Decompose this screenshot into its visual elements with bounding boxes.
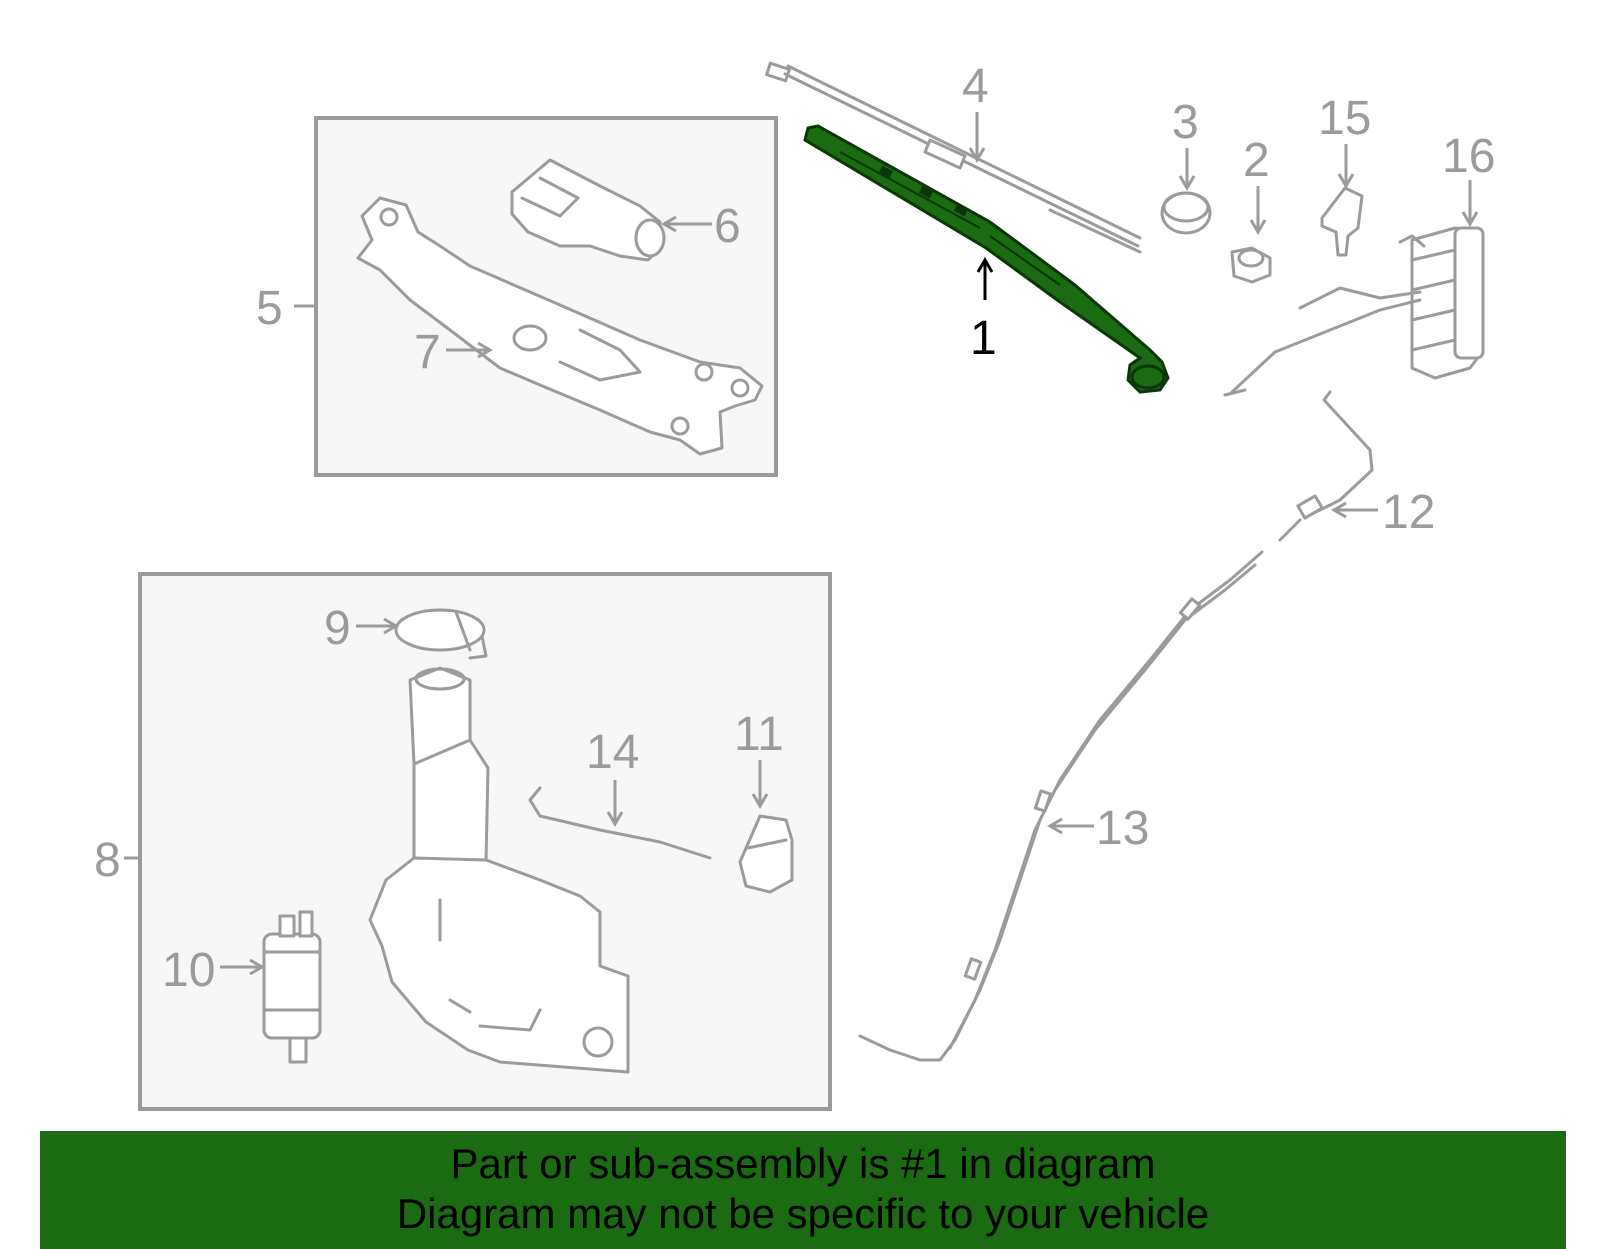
part-15-clip[interactable] xyxy=(1320,186,1364,257)
part-13-washer-hose[interactable] xyxy=(858,390,1374,1062)
arrowhead-15 xyxy=(1337,173,1355,189)
callout-5: 5 xyxy=(256,282,283,335)
callout-12: 12 xyxy=(1382,486,1435,539)
arrowhead-3 xyxy=(1178,175,1196,191)
callout-14: 14 xyxy=(586,726,639,779)
part-2-nut[interactable] xyxy=(1230,246,1272,284)
part-7-wiper-linkage[interactable] xyxy=(356,196,764,456)
part-16-washer-component[interactable] xyxy=(1398,226,1485,380)
washer-hoses-upper xyxy=(1223,286,1422,397)
part-8-washer-reservoir[interactable] xyxy=(368,666,630,1074)
callout-4: 4 xyxy=(962,60,989,113)
info-banner: Part or sub-assembly is #1 in diagram Di… xyxy=(40,1131,1566,1249)
callout-7: 7 xyxy=(414,326,441,379)
arrowhead-1 xyxy=(976,257,994,273)
arrowhead-10 xyxy=(249,958,265,976)
arrowhead-6 xyxy=(661,215,677,233)
arrowhead-11 xyxy=(751,793,769,809)
part-14-hose[interactable] xyxy=(528,786,712,860)
banner-line-1: Part or sub-assembly is #1 in diagram xyxy=(450,1140,1156,1187)
part-3-cap[interactable] xyxy=(1160,191,1212,235)
callout-15: 15 xyxy=(1318,92,1371,145)
arrowhead-4 xyxy=(968,147,986,163)
part-10-washer-pump[interactable] xyxy=(262,910,322,1064)
callout-13: 13 xyxy=(1096,802,1149,855)
part-11-nozzle[interactable] xyxy=(738,814,794,894)
part-4-wiper-blade[interactable] xyxy=(765,61,1142,254)
arrowhead-12 xyxy=(1331,501,1347,519)
callout-3: 3 xyxy=(1172,96,1199,149)
arrowhead-16 xyxy=(1461,211,1479,227)
part-1-wiper-arm[interactable] xyxy=(803,124,1170,394)
part-9-reservoir-cap[interactable] xyxy=(394,608,488,660)
arrowhead-13 xyxy=(1047,817,1063,835)
callout-2: 2 xyxy=(1243,134,1270,187)
part-6-wiper-motor[interactable] xyxy=(510,158,666,262)
callout-10: 10 xyxy=(162,944,215,997)
arrowhead-2 xyxy=(1249,219,1267,235)
callout-8: 8 xyxy=(94,834,121,887)
arrowhead-14 xyxy=(606,811,624,827)
banner-line-2: Diagram may not be specific to your vehi… xyxy=(396,1190,1210,1237)
callout-11: 11 xyxy=(734,708,784,761)
arrowhead-7 xyxy=(477,341,493,359)
callout-9: 9 xyxy=(324,602,351,655)
part-12-connector[interactable] xyxy=(1296,494,1324,520)
callout-16: 16 xyxy=(1442,130,1495,183)
callout-1: 1 xyxy=(970,312,997,365)
arrowhead-9 xyxy=(383,617,399,635)
callout-6: 6 xyxy=(714,200,741,253)
